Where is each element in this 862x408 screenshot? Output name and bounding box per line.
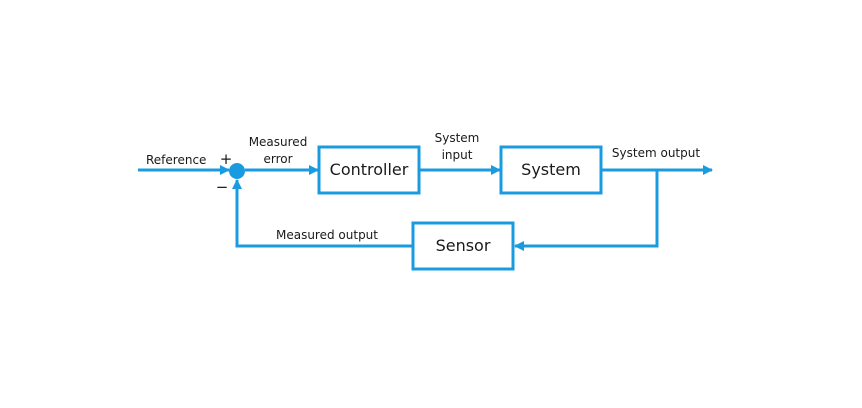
system-input-text-2: input: [442, 148, 473, 162]
reference-text: Reference: [146, 153, 206, 167]
system-block: [499, 145, 603, 195]
system-output-text: System output: [612, 146, 700, 160]
feedback-to-sensor-line: [514, 170, 659, 251]
sensor-label: Sensor: [436, 236, 491, 255]
summing-junction: [229, 163, 245, 179]
measured-error-text-2: error: [263, 152, 292, 166]
measured-output-text: Measured output: [276, 228, 378, 242]
minus-sign: −: [216, 178, 229, 196]
system-label: System: [521, 160, 581, 179]
measured-error-text-1: Measured: [249, 135, 308, 149]
sensor-block: [411, 221, 515, 271]
controller-block: [317, 145, 421, 195]
plus-sign: +: [220, 150, 233, 168]
measured-output-line: [232, 179, 413, 248]
system-input-text-1: System: [435, 131, 480, 145]
controller-label: Controller: [330, 160, 409, 179]
